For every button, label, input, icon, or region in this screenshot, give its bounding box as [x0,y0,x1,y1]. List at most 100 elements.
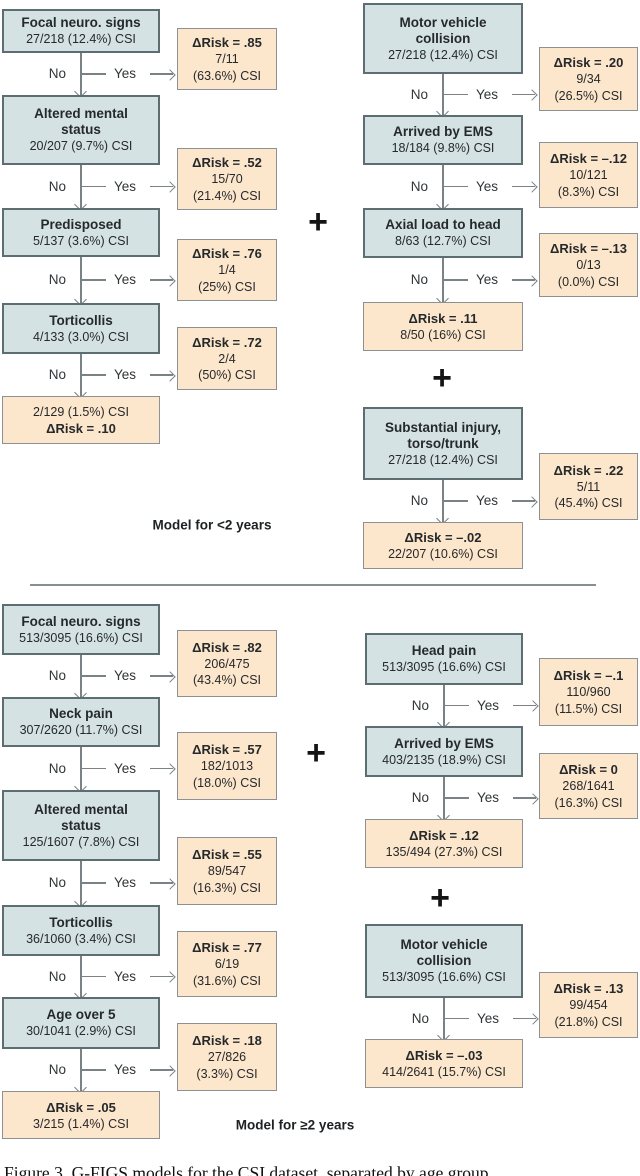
leaf-altered-mental-yes-o2: ΔRisk = .55 89/547 (16.3%) CSI [177,837,277,905]
node-stats: 4/133 (3.0%) CSI [33,329,129,344]
arrowhead-right-icon [527,1013,539,1025]
node-stats: 8/63 (12.7%) CSI [395,234,491,248]
leaf-pct: (43.4%) CSI [192,673,262,687]
leaf-risk: ΔRisk = .20 [553,55,624,70]
no-label: No [48,178,66,194]
yes-arrow-line [512,89,538,101]
yes-arrow-line [150,369,176,382]
leaf-risk: ΔRisk = .77 [192,940,262,955]
final-stats: 135/494 (27.3%) CSI [385,845,503,859]
node-stats: 513/3095 (16.6%) CSI [19,630,143,645]
node-title: Substantial injury, torso/trunk [384,419,501,451]
figure-caption: Figure 3. G-FIGS models for the CSI data… [4,1163,489,1176]
plus-sign: + [430,879,450,917]
node-title: Neck pain [49,706,113,721]
leaf-count: 110/960 [566,685,611,699]
node-title: Altered mental status [34,801,128,833]
yes-label: Yes [114,1062,137,1078]
node-stats: 5/137 (3.6%) CSI [33,233,129,248]
yes-label: Yes [114,760,137,776]
yes-arrow-line [150,877,176,890]
node-stats: 307/2620 (11.7%) CSI [19,723,143,737]
node-stats: 20/207 (9.7%) CSI [29,139,133,153]
leaf-focal-neuro-yes-u2: ΔRisk = .85 7/11 (63.6%) CSI [177,28,277,90]
node-title: Motor vehicle collision [399,14,487,46]
node-head-pain-o2: Head pain 513/3095 (16.6%) CSI [365,633,523,685]
branch-tick [443,93,468,96]
yes-label: Yes [114,668,137,684]
leaf-count: 1/4 [218,263,236,277]
leaf-count: 7/11 [215,52,239,66]
leaf-count: 182/1013 [200,759,254,773]
arrowhead-right-icon [526,89,538,101]
node-focal-neuro-signs-o2: Focal neuro. signs 513/3095 (16.6%) CSI [2,604,160,655]
branch-tick [81,185,106,188]
leaf-count: 99/454 [569,998,608,1012]
yes-arrow-line [150,68,176,81]
leaf-count: 10/121 [569,168,608,182]
leaf-age-over-5-yes-o2: ΔRisk = .18 27/826 (3.3%) CSI [177,1023,277,1091]
yes-label: Yes [477,697,500,713]
arrowhead-right-icon [164,763,176,775]
leaf-head-pain-yes-o2: ΔRisk = –.1 110/960 (11.5%) CSI [539,658,638,726]
leaf-risk: ΔRisk = .52 [192,155,262,170]
leaf-count: 27/826 [207,1050,247,1064]
yes-label: Yes [476,86,499,102]
node-stats: 27/218 (12.4%) CSI [26,32,136,46]
node-focal-neuro-signs-u2: Focal neuro. signs 27/218 (12.4%) CSI [2,9,160,53]
model-label-over2: Model for ≥2 years [235,1117,355,1133]
leaf-count: 0/13 [576,258,601,272]
no-label: No [48,272,66,288]
final-stats: 22/207 (10.6%) CSI [388,547,498,561]
leaf-altered-mental-yes-u2: ΔRisk = .52 15/70 (21.4%) CSI [177,148,277,210]
yes-label: Yes [477,1010,500,1026]
leaf-risk: ΔRisk = .22 [553,462,624,478]
node-stats: 513/3095 (16.6%) CSI [382,970,506,984]
final-stats: 8/50 (16%) CSI [400,328,486,342]
yes-label: Yes [114,367,137,383]
leaf-count: 6/19 [214,957,240,971]
no-label: No [48,668,66,684]
final-node-o2-right-1: ΔRisk = .12 135/494 (27.3%) CSI [365,819,523,868]
leaf-risk: ΔRisk = –.12 [550,151,627,166]
branch-tick [81,767,106,770]
yes-arrow-line [150,763,176,775]
yes-label: Yes [114,66,137,82]
branch-tick [443,500,468,502]
arrowhead-right-icon [164,670,176,683]
leaf-risk: ΔRisk = .18 [192,1033,262,1048]
yes-arrow-line [150,971,176,983]
leaf-risk: ΔRisk = .57 [192,742,262,757]
leaf-risk: ΔRisk = .55 [192,847,262,862]
node-stats: 36/1060 (3.4%) CSI [26,931,136,946]
branch-tick [444,704,469,707]
leaf-ems-yes-o2: ΔRisk = 0 268/1641 (16.3%) CSI [539,753,638,819]
node-title: Motor vehicle collision [400,937,488,968]
yes-label: Yes [476,178,499,194]
model-label-under2: Model for <2 years [152,517,272,533]
arrowhead-right-icon [164,1064,176,1077]
section-divider [30,584,596,586]
yes-label: Yes [114,178,137,194]
yes-arrow-line [513,700,539,712]
node-torticollis-o2: Torticollis 36/1060 (3.4%) CSI [2,905,160,956]
final-stats: 3/215 (1.4%) CSI [33,1116,129,1131]
node-substantial-injury-u2: Substantial injury, torso/trunk 27/218 (… [363,407,523,480]
branch-tick [81,73,106,75]
leaf-risk: ΔRisk = –.1 [553,668,624,683]
leaf-pct: (18.0%) CSI [192,775,262,790]
node-title: Torticollis [49,914,113,930]
arrowhead-right-icon [526,274,538,287]
arrowhead-right-icon [164,68,176,81]
leaf-risk: ΔRisk = –.13 [550,241,627,256]
node-title: Focal neuro. signs [21,15,141,30]
leaf-mvc-yes-u2: ΔRisk = .20 9/34 (26.5%) CSI [539,47,638,111]
final-node-u2-right-2: ΔRisk = –.02 22/207 (10.6%) CSI [363,522,523,569]
node-stats: 513/3095 (16.6%) CSI [382,660,506,674]
no-label: No [48,760,66,776]
leaf-torticollis-yes-u2: ΔRisk = .72 2/4 (50%) CSI [177,327,277,390]
arrowhead-right-icon [164,971,176,983]
node-title: Arrived by EMS [393,124,493,139]
leaf-pct: (21.8%) CSI [554,1014,623,1029]
